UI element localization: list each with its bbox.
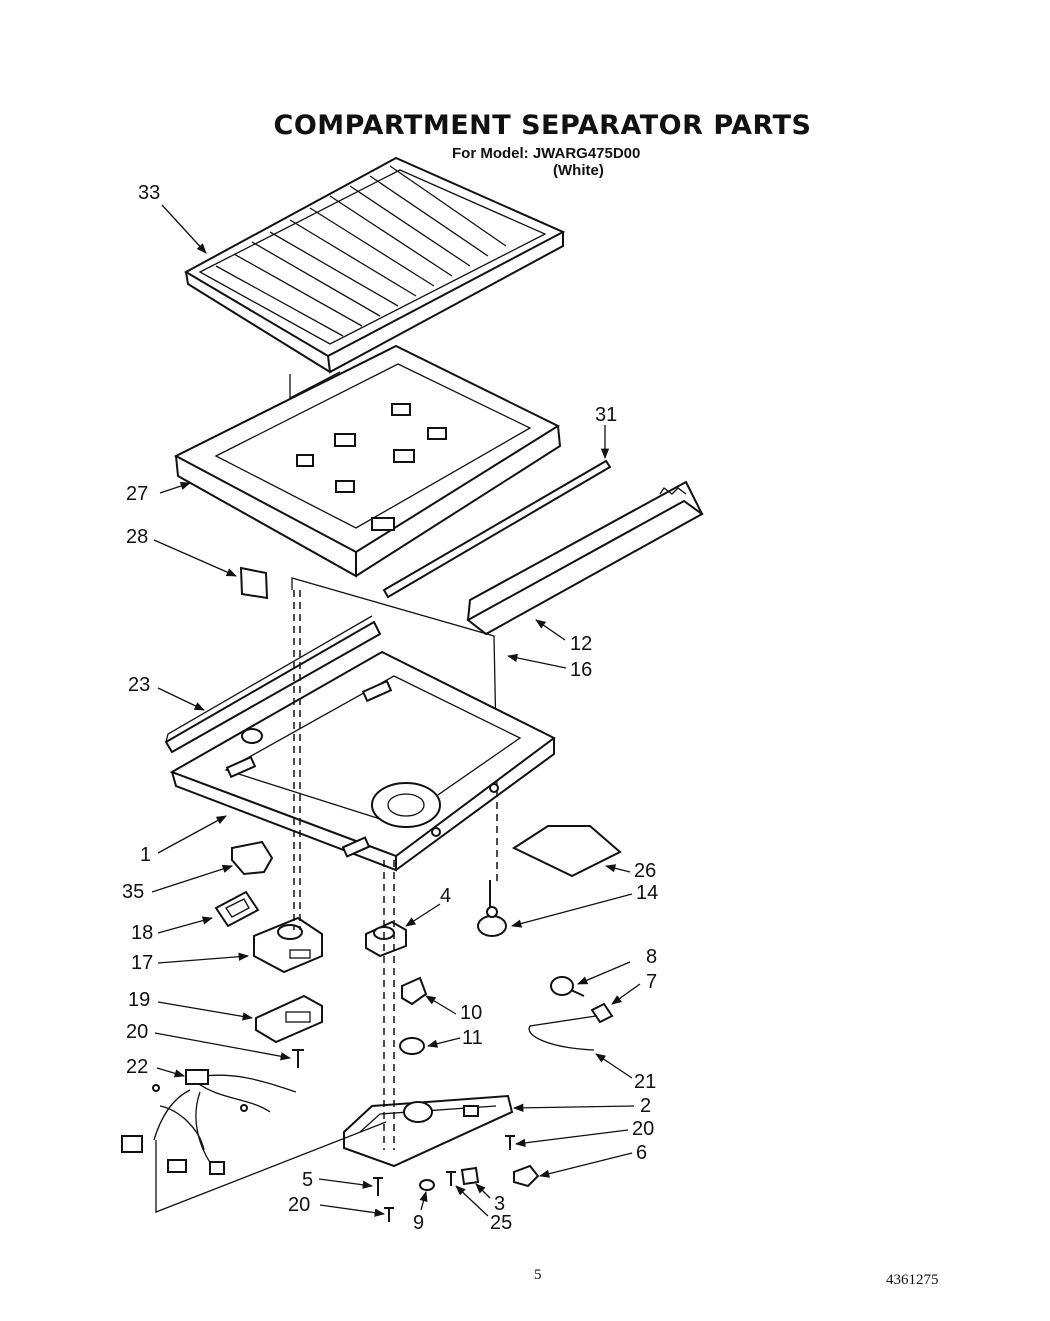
callout-35: 35 xyxy=(122,881,145,903)
part-23-trim xyxy=(164,615,382,754)
part-12-rail xyxy=(466,480,704,636)
callout-3: 3 xyxy=(494,1193,506,1215)
part-10-bracket xyxy=(401,976,428,1006)
callout-21: 21 xyxy=(634,1071,657,1093)
document-number: 4361275 xyxy=(886,1272,939,1288)
callout-31: 31 xyxy=(595,404,618,426)
part-4-damper-base xyxy=(365,920,407,958)
part-33-grille-cover xyxy=(183,156,566,374)
part-18-gasket xyxy=(214,890,260,928)
part-3-clip xyxy=(460,1166,480,1186)
part-20-screw xyxy=(292,1049,304,1068)
callout-22: 22 xyxy=(126,1056,149,1078)
callout-11: 11 xyxy=(462,1027,483,1049)
assembly-lines xyxy=(155,590,498,1213)
part-26-insulation xyxy=(511,825,622,878)
part-22-harness xyxy=(121,1069,297,1175)
callout-9: 9 xyxy=(413,1212,425,1234)
callout-27: 27 xyxy=(126,483,149,505)
leader-lines xyxy=(151,204,641,1217)
part-35-damper xyxy=(231,840,274,876)
callout-20-upper: 20 xyxy=(126,1021,149,1043)
callout-14: 14 xyxy=(636,882,659,904)
callout-20-lower: 20 xyxy=(288,1194,311,1216)
part-8-bulb xyxy=(550,976,585,997)
part-7-socket xyxy=(590,1002,614,1024)
callout-19: 19 xyxy=(128,989,151,1011)
part-25-screw xyxy=(446,1171,456,1186)
part-28-block xyxy=(239,566,269,600)
part-20-screw-lower xyxy=(384,1207,394,1222)
callout-7: 7 xyxy=(646,971,658,993)
callout-1: 1 xyxy=(140,844,152,866)
part-21-wire xyxy=(528,1015,597,1051)
callout-4: 4 xyxy=(440,885,452,907)
part-9-plug xyxy=(419,1179,435,1191)
callout-10: 10 xyxy=(460,1002,483,1024)
callout-33: 33 xyxy=(138,182,161,204)
part-19-control xyxy=(255,994,323,1044)
model-line: For Model: JWARG475D00 xyxy=(452,145,641,162)
callout-2: 2 xyxy=(640,1095,652,1117)
callout-12: 12 xyxy=(570,633,593,655)
callout-25: 25 xyxy=(490,1212,513,1234)
part-1-separator-pan xyxy=(169,650,556,872)
part-27-separator-frame xyxy=(173,344,562,578)
callout-28: 28 xyxy=(126,526,149,548)
callout-18: 18 xyxy=(131,922,154,944)
page-number: 5 xyxy=(534,1267,542,1283)
part-2-housing xyxy=(343,1094,514,1168)
part-17-housing xyxy=(253,916,323,974)
part-11-knob xyxy=(399,1037,425,1055)
callout-5: 5 xyxy=(302,1169,314,1191)
callout-23: 23 xyxy=(128,674,151,696)
part-31-strip xyxy=(382,459,612,599)
part-5-screw xyxy=(373,1177,383,1196)
callout-17: 17 xyxy=(131,952,154,974)
variant-label: (White) xyxy=(553,162,604,179)
callout-20-right: 20 xyxy=(632,1118,655,1140)
callout-8: 8 xyxy=(646,946,658,968)
page-title: COMPARTMENT SEPARATOR PARTS xyxy=(273,110,812,141)
part-6-switch xyxy=(513,1164,540,1188)
callout-6: 6 xyxy=(636,1142,648,1164)
callout-26: 26 xyxy=(634,860,657,882)
part-14-grommet xyxy=(477,880,507,937)
part-20-screw-right xyxy=(505,1135,515,1150)
callout-16: 16 xyxy=(570,659,593,681)
